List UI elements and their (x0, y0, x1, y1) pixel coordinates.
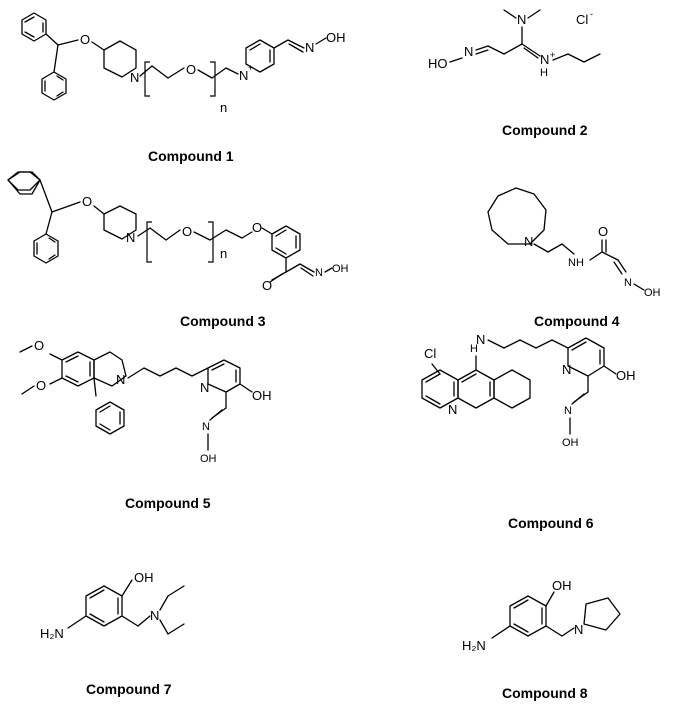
atom-N: N (315, 267, 323, 279)
atom-N: N (305, 40, 314, 55)
atom-H: H (470, 343, 478, 355)
charge-plus: + (550, 50, 555, 60)
atom-N: N (524, 234, 533, 249)
atom-O: O (182, 224, 192, 239)
repeat-n: n (220, 246, 227, 261)
atom-OH: OH (552, 578, 572, 593)
compound-7-structure: OH H₂N N Compound 7 (40, 570, 185, 697)
atom-N: N (200, 380, 209, 395)
atom-N: N (476, 332, 485, 347)
atom-OH: OH (616, 368, 636, 383)
compound-1-caption: Compound 1 (148, 148, 234, 164)
atom-N: N (116, 372, 125, 387)
atom-NH: NH (568, 257, 584, 269)
atom-N: N (448, 402, 457, 417)
atom-N: N (574, 622, 583, 637)
compound-7-caption: Compound 7 (86, 681, 172, 697)
compound-4-structure: N NH O N OH Compound 4 (487, 187, 661, 329)
atom-N: N (126, 230, 135, 245)
atom-H2N: H₂N (462, 638, 486, 653)
atom-OH: OH (644, 287, 661, 299)
compound-3-caption: Compound 3 (180, 313, 266, 329)
atom-OH: OH (332, 263, 349, 275)
atom-HO: HO (428, 56, 448, 71)
compound-6-structure: Cl N H N N OH N OH Compound 6 (421, 332, 636, 531)
atom-O: O (186, 62, 196, 77)
atom-OH: OH (562, 437, 579, 449)
compound-8-caption: Compound 8 (502, 685, 588, 701)
compound-6-caption: Compound 6 (508, 515, 594, 531)
atom-N: N (517, 12, 526, 27)
atom-N: N (562, 362, 571, 377)
atom-O: O (598, 224, 608, 239)
compound-5-caption: Compound 5 (125, 495, 211, 511)
compound-4-caption: Compound 4 (534, 313, 620, 329)
atom-O: O (262, 278, 272, 293)
atom-O: O (80, 32, 90, 47)
repeat-n: n (220, 100, 227, 115)
atom-N: N (150, 608, 159, 623)
atom-O: O (82, 194, 92, 209)
charge-plus: + (248, 63, 253, 73)
atom-Cl: Cl (424, 346, 436, 361)
atom-O: O (36, 378, 46, 393)
atom-Cl: Cl (576, 12, 588, 27)
atom-O: O (252, 220, 262, 235)
compound-3-structure: O N O n O O N OH Compound 3 (7, 171, 349, 329)
atom-OH: OH (134, 570, 154, 585)
atom-H2N: H₂N (40, 626, 64, 641)
atom-N: N (202, 421, 210, 433)
atom-N: N (130, 70, 139, 85)
charge-minus: - (590, 9, 593, 19)
compound-1-structure: O N O n N + N OH Compound 1 (21, 12, 346, 164)
atom-N: N (624, 277, 632, 289)
compound-8-structure: OH H₂N N Compound 8 (462, 578, 621, 701)
atom-N: N (464, 44, 473, 59)
atom-H: H (540, 67, 548, 79)
compound-2-caption: Compound 2 (502, 122, 588, 138)
atom-O: O (34, 338, 44, 353)
atom-OH: OH (252, 388, 272, 403)
compound-5-structure: N O O N OH N OH Compound 5 (19, 338, 272, 511)
atom-OH: OH (200, 453, 217, 465)
atom-N: N (564, 405, 572, 417)
atom-N: N (540, 52, 549, 67)
atom-OH: OH (326, 30, 346, 45)
atom-N-plus: N (239, 68, 248, 83)
compound-2-structure: N Cl - N H + N HO Compound 2 (428, 9, 601, 138)
